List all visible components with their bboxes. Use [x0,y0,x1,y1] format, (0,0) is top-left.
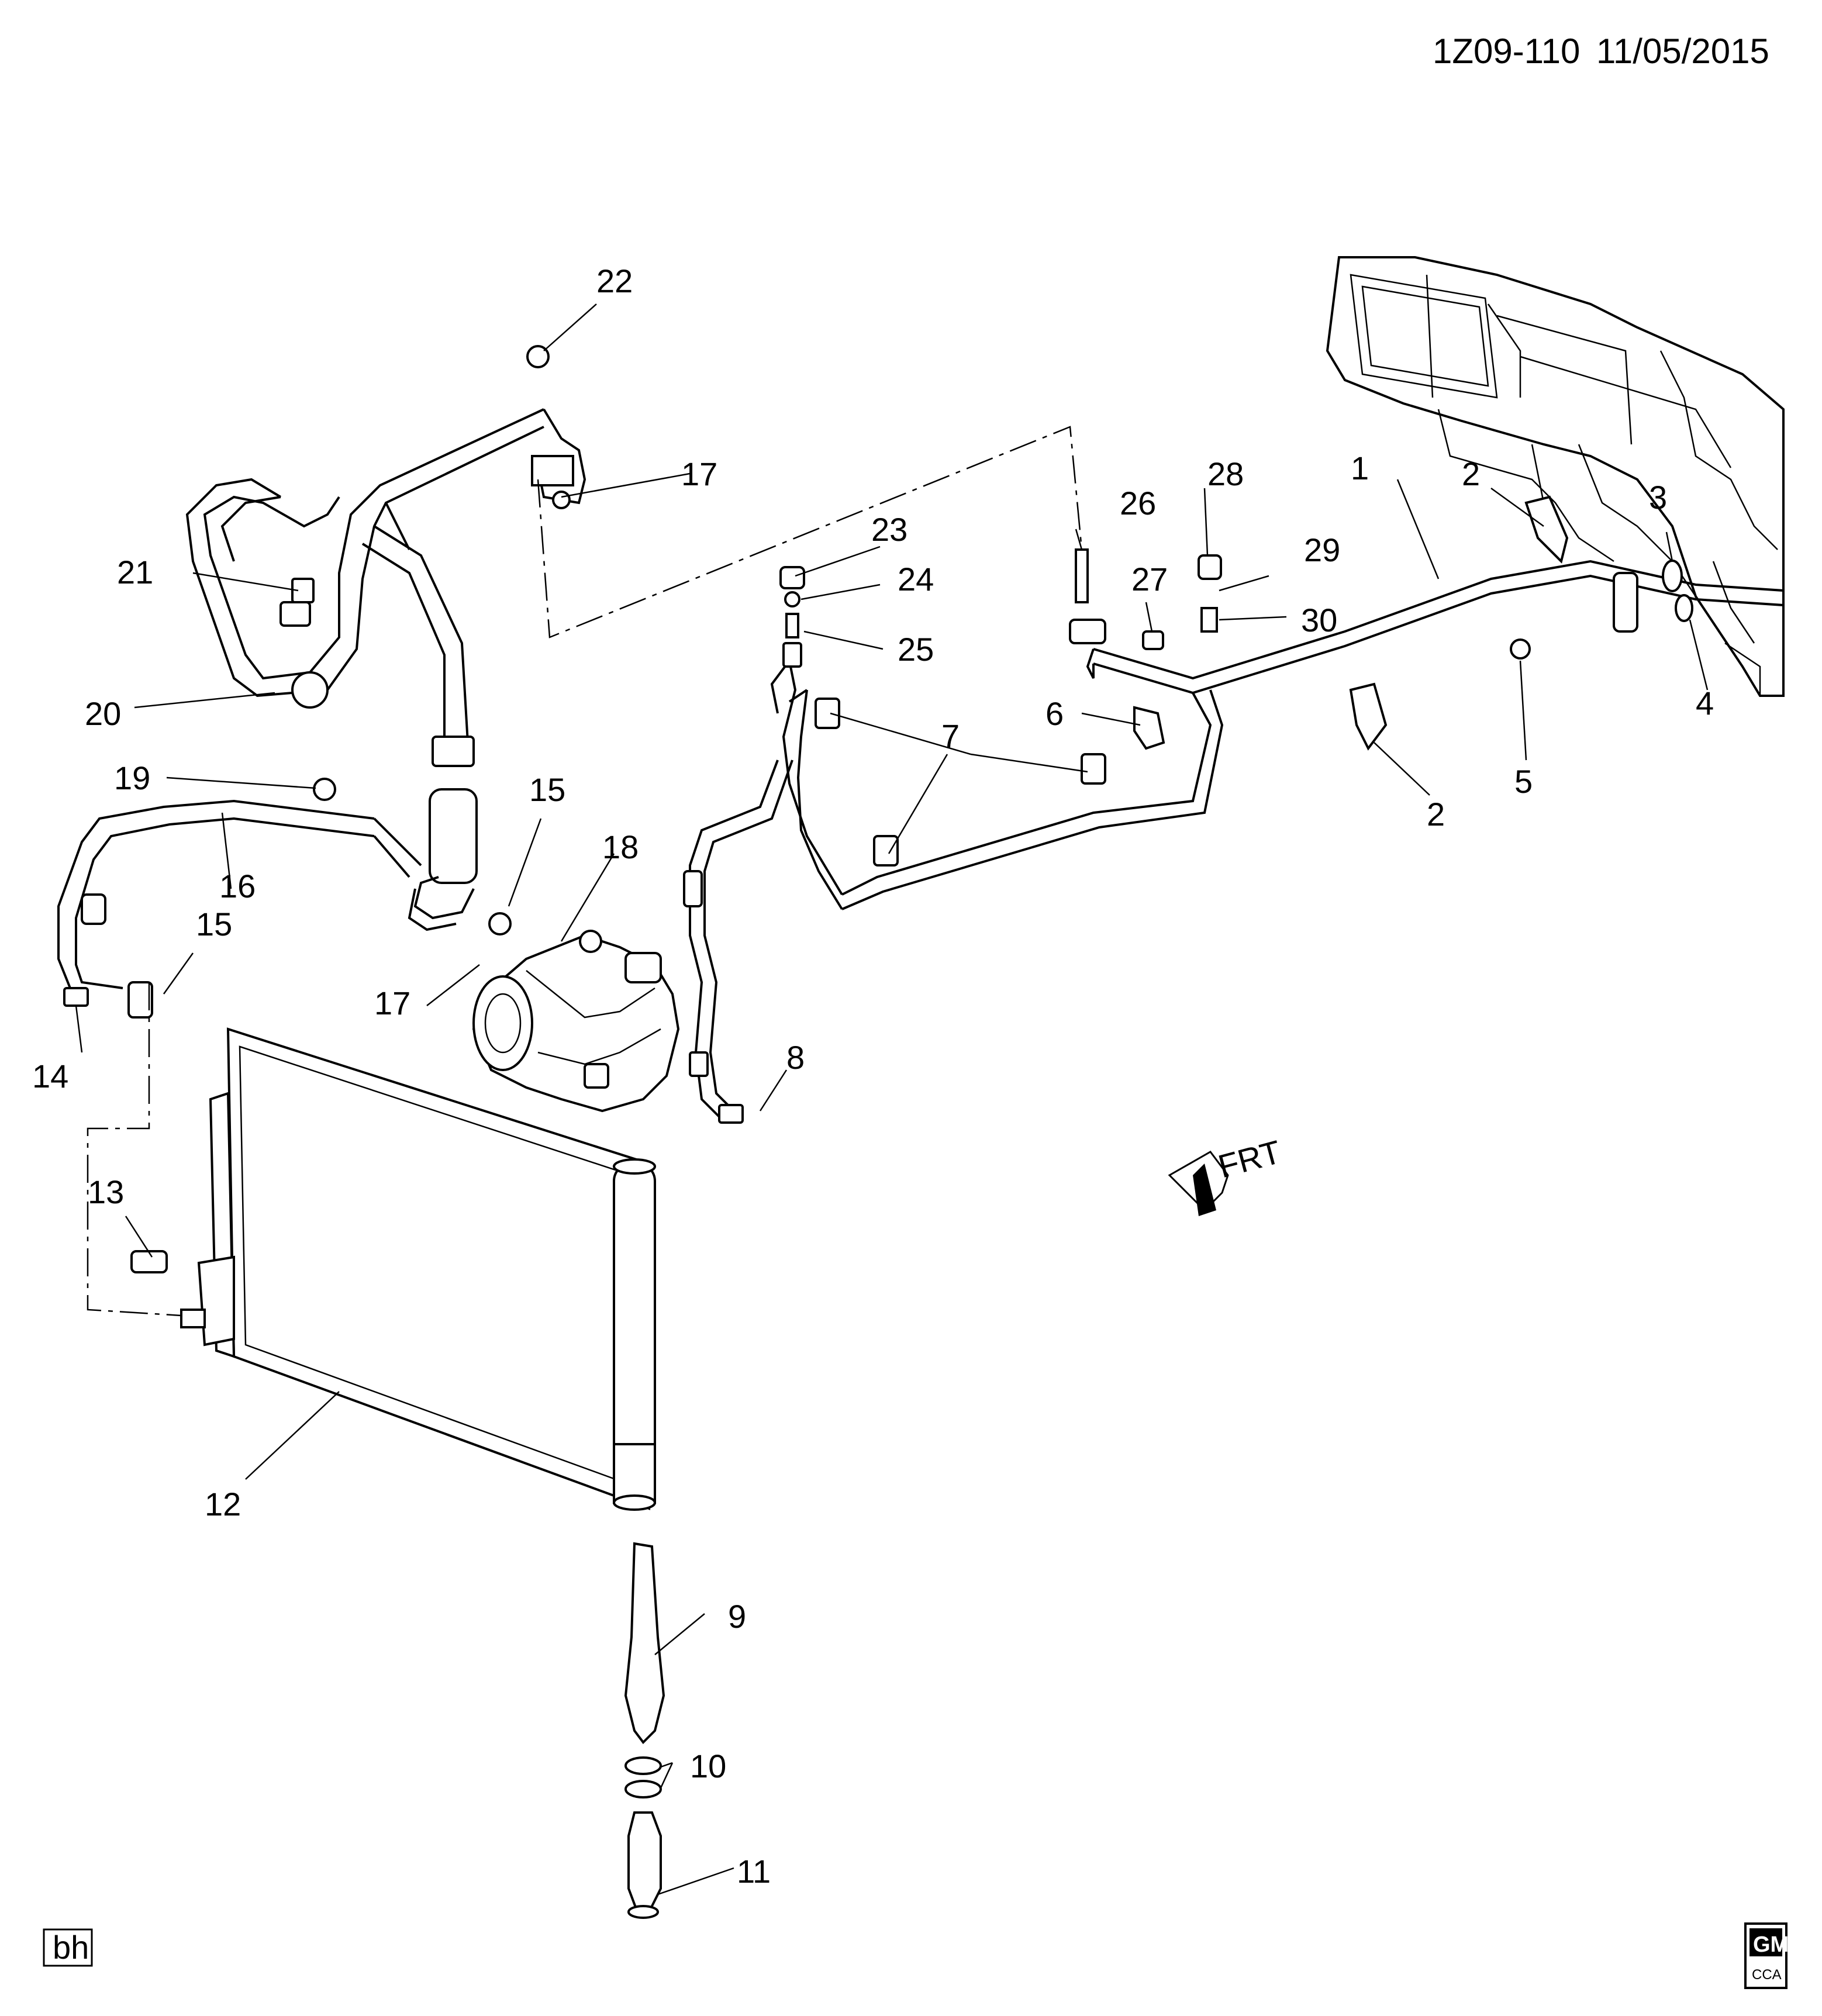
callout-2: 2 [1462,455,1480,492]
callout-labels: 1 2 2 3 4 5 6 7 8 9 10 11 12 13 14 15 15… [32,263,1714,1890]
callout-17: 17 [374,985,410,1021]
gm-cca-logo: GM CCA [1744,1922,1789,1989]
callout-21: 21 [117,554,153,591]
illustrator-initials: bh [53,1929,89,1966]
condenser [197,1027,656,1511]
callout-4: 4 [1696,685,1714,722]
illustrator-tag: bh [43,1928,93,1967]
callout-3: 3 [1649,479,1667,516]
leader-lines [75,303,1709,1896]
callout-17: 17 [681,455,717,492]
hvac-module [1326,256,1785,697]
front-direction-marker: FRT [1168,1133,1285,1216]
callout-14: 14 [32,1058,68,1095]
callout-9: 9 [728,1598,746,1635]
callout-24: 24 [898,561,934,598]
callout-19: 19 [114,760,150,796]
callout-27: 27 [1131,561,1168,598]
callout-7: 7 [941,717,960,754]
callout-25: 25 [898,631,934,668]
callout-8: 8 [786,1039,805,1076]
compressor-hose-assembly [57,408,586,1019]
callout-26: 26 [1120,485,1156,522]
frt-label: FRT [1214,1133,1285,1185]
diagram-id: 1Z09-110 [1433,32,1580,71]
callout-12: 12 [205,1486,241,1523]
refrigerant-line-main [683,560,1784,1124]
callout-23: 23 [871,511,907,548]
diagram-date: 11/05/2015 [1596,32,1769,71]
callout-16: 16 [219,868,256,905]
logo-cca: CCA [1752,1967,1782,1983]
callout-15: 15 [196,906,232,943]
callout-15: 15 [529,771,565,808]
small-hardware [130,345,1693,1328]
callout-5: 5 [1514,763,1533,800]
callout-20: 20 [85,695,121,732]
logo-gm: GM [1753,1932,1789,1957]
ac-compressor [472,930,680,1113]
callout-28: 28 [1207,455,1244,492]
callout-1: 1 [1351,450,1369,486]
receiver-dehydrator-parts [624,1542,665,1919]
callout-22: 22 [596,263,633,299]
callout-11: 11 [737,1853,771,1890]
callout-29: 29 [1304,531,1340,568]
callout-30: 30 [1301,602,1337,638]
callout-2: 2 [1427,796,1445,833]
callout-18: 18 [602,829,639,865]
callout-10: 10 [690,1748,726,1784]
assembly-dash-lines [87,426,1083,1317]
callout-6: 6 [1045,695,1064,732]
callout-13: 13 [88,1173,124,1210]
